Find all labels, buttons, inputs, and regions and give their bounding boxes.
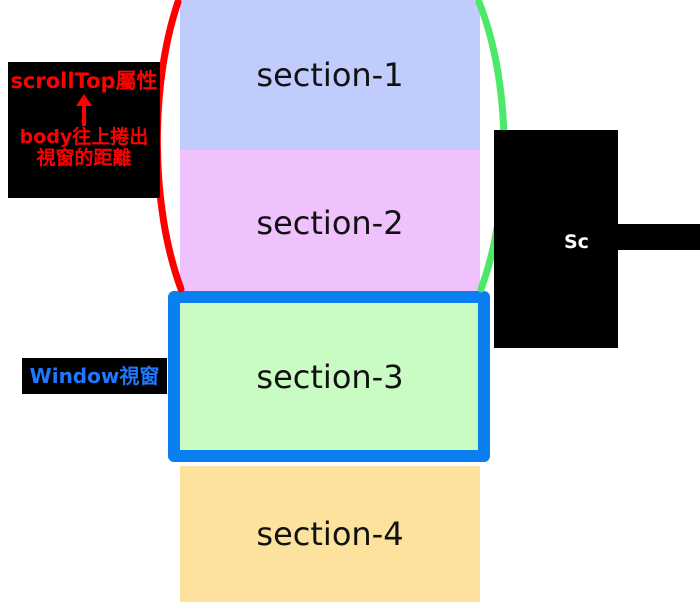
section-block-2: section-2 <box>180 150 480 295</box>
section-4-label: section-4 <box>256 515 404 553</box>
scroll-height-label: Sc <box>564 230 589 253</box>
section-3-label: section-3 <box>256 358 404 396</box>
scrolltop-desc-line-2: 視窗的距離 <box>36 146 132 169</box>
annotation-scroll-height: Sc <box>494 130 700 348</box>
scrolltop-desc-line-1: body往上捲出 <box>19 126 149 149</box>
scroll-height-label-wrap: Sc <box>564 228 589 256</box>
scrolltop-title: scrollTop屬性 <box>10 69 158 93</box>
section-block-1: section-1 <box>180 0 480 150</box>
annotation-window-viewport: Window視窗 <box>22 358 167 394</box>
up-arrow-icon <box>8 93 160 127</box>
section-2-label: section-2 <box>256 203 404 242</box>
window-viewport-label: Window視窗 <box>29 364 160 388</box>
redaction-bar <box>589 224 700 250</box>
section-block-3: section-3 <box>180 303 480 451</box>
section-block-4: section-4 <box>180 466 480 602</box>
section-1-label: section-1 <box>256 56 404 94</box>
annotation-scrolltop: scrollTop屬性 body往上捲出 視窗的距離 <box>8 62 160 198</box>
